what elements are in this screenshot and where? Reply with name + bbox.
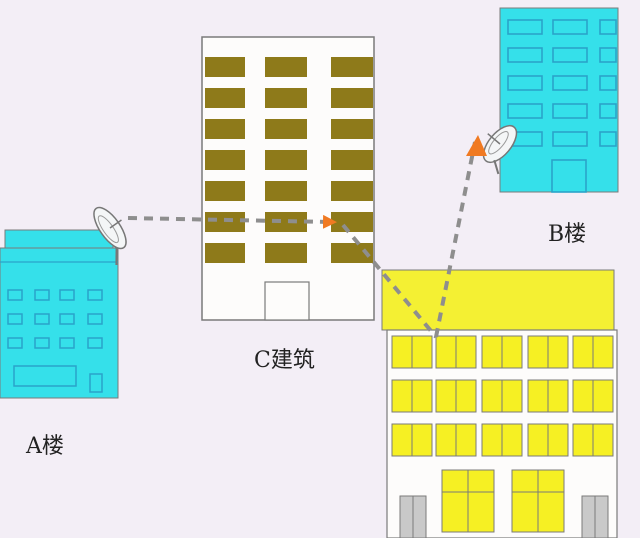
signal-segment-d-to-b xyxy=(434,141,477,338)
building-d xyxy=(381,269,618,538)
building-a-label: A楼 xyxy=(26,434,64,459)
signal-path xyxy=(127,141,477,339)
building-b xyxy=(499,7,619,193)
building-c xyxy=(201,36,375,321)
signal-segment-a-to-c xyxy=(127,214,337,229)
building-c-door xyxy=(264,281,310,321)
signal-segment-c-to-d xyxy=(341,223,438,339)
satellite-dish-icon xyxy=(93,206,127,266)
building-a xyxy=(0,229,119,399)
building-b-label: B楼 xyxy=(548,222,587,247)
building-c-windows xyxy=(205,57,373,263)
satellite-dish-icon xyxy=(482,124,518,175)
arrow-head-icon xyxy=(466,135,487,156)
building-c-label: C建筑 xyxy=(254,348,315,373)
